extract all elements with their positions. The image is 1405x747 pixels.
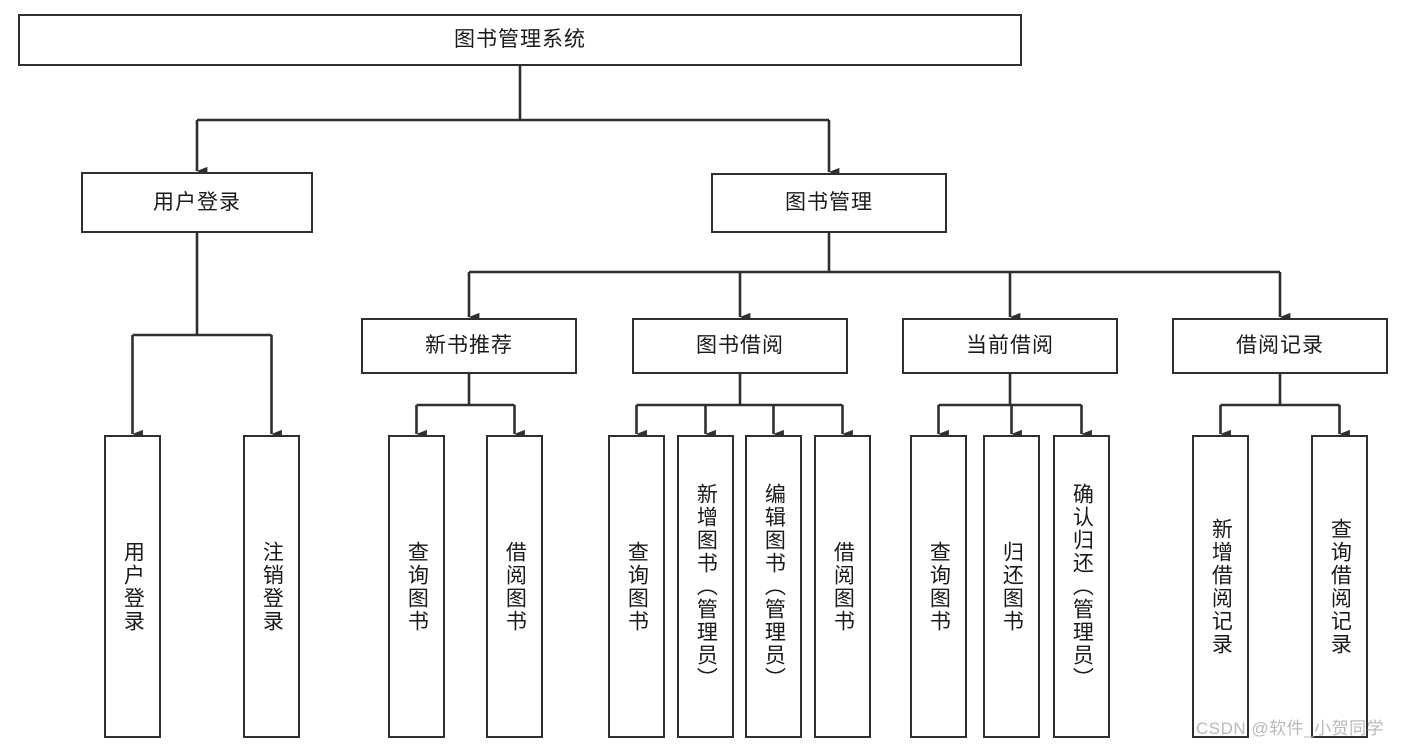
node-root[interactable]: 图书管理系统 <box>18 14 1022 66</box>
node-label: 图书借阅 <box>696 334 784 358</box>
node-label: 新增图书（管理员） <box>694 483 718 690</box>
node-l6[interactable]: 新增图书（管理员） <box>677 435 734 738</box>
node-label: 图书管理系统 <box>454 28 586 52</box>
node-l5[interactable]: 查询图书 <box>608 435 665 738</box>
node-label: 新书推荐 <box>425 334 513 358</box>
node-l8[interactable]: 借阅图书 <box>814 435 871 738</box>
node-label: 注销登录 <box>260 540 284 633</box>
node-l11[interactable]: 确认归还（管理员） <box>1053 435 1110 738</box>
node-label: 确认归还（管理员） <box>1070 483 1094 690</box>
node-l4[interactable]: 借阅图书 <box>486 435 543 738</box>
node-label: 新增借阅记录 <box>1209 517 1233 656</box>
node-l9[interactable]: 查询图书 <box>910 435 967 738</box>
node-label: 查询图书 <box>927 540 951 633</box>
node-l12[interactable]: 新增借阅记录 <box>1192 435 1249 738</box>
node-l7[interactable]: 编辑图书（管理员） <box>745 435 802 738</box>
node-label: 归还图书 <box>1000 540 1024 633</box>
node-bookmgmt[interactable]: 图书管理 <box>711 173 947 233</box>
node-label: 用户登录 <box>121 540 145 633</box>
node-newbook[interactable]: 新书推荐 <box>361 318 577 374</box>
node-label: 借阅图书 <box>831 540 855 633</box>
node-label: 当前借阅 <box>966 334 1054 358</box>
node-label: 图书管理 <box>785 191 873 215</box>
node-label: 借阅记录 <box>1236 334 1324 358</box>
node-label: 借阅图书 <box>503 540 527 633</box>
node-l10[interactable]: 归还图书 <box>983 435 1040 738</box>
node-label: 查询借阅记录 <box>1328 517 1352 656</box>
node-current[interactable]: 当前借阅 <box>902 318 1118 374</box>
node-l13[interactable]: 查询借阅记录 <box>1311 435 1368 738</box>
node-login[interactable]: 用户登录 <box>81 172 313 233</box>
node-label: 用户登录 <box>153 190 241 214</box>
node-l2[interactable]: 注销登录 <box>243 435 300 738</box>
node-l3[interactable]: 查询图书 <box>388 435 445 738</box>
node-borrow[interactable]: 图书借阅 <box>632 318 848 374</box>
node-records[interactable]: 借阅记录 <box>1172 318 1388 374</box>
node-label: 编辑图书（管理员） <box>762 483 786 690</box>
node-label: 查询图书 <box>625 540 649 633</box>
csdn-watermark: CSDN @软件_小贺同学 <box>1196 719 1385 738</box>
node-l1[interactable]: 用户登录 <box>104 435 161 738</box>
node-label: 查询图书 <box>405 540 429 633</box>
